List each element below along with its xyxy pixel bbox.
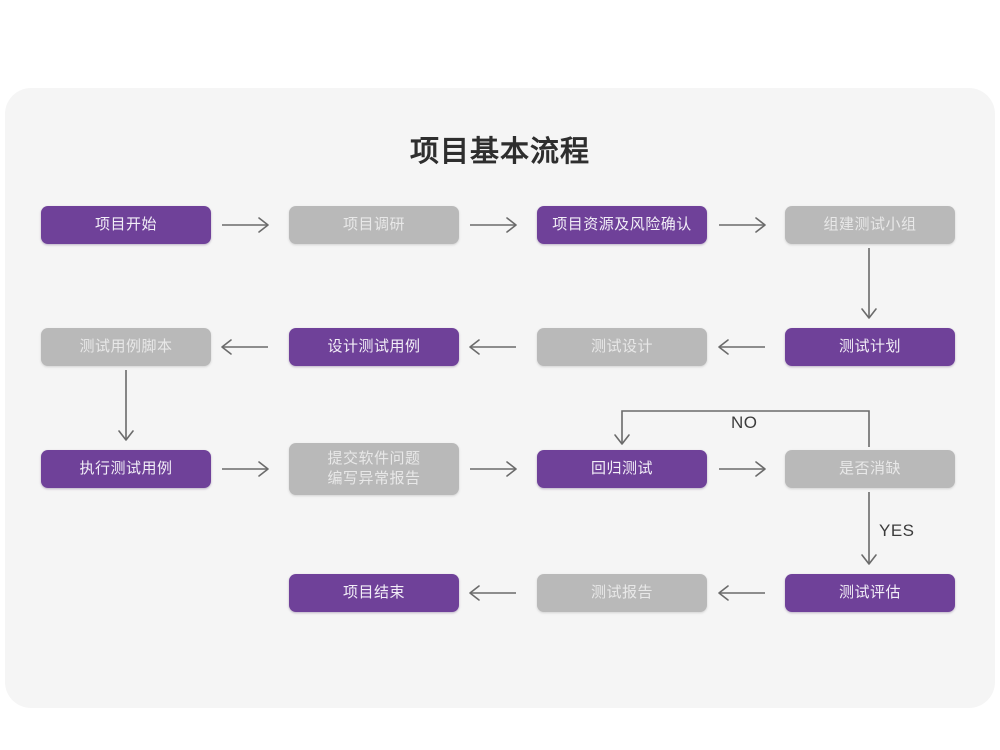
node-regression-test[interactable]: 回归测试 (537, 450, 707, 488)
node-form-test-team[interactable]: 组建测试小组 (785, 206, 955, 244)
node-test-plan[interactable]: 测试计划 (785, 328, 955, 366)
node-execute-test-case[interactable]: 执行测试用例 (41, 450, 211, 488)
flowchart-card (5, 88, 995, 708)
node-test-report[interactable]: 测试报告 (537, 574, 707, 612)
node-test-evaluation[interactable]: 测试评估 (785, 574, 955, 612)
edge-label-no: NO (731, 413, 758, 432)
node-resource-risk-confirm[interactable]: 项目资源及风险确认 (537, 206, 707, 244)
node-test-case-script[interactable]: 测试用例脚本 (41, 328, 211, 366)
node-defect-cleared-decision[interactable]: 是否消缺 (785, 450, 955, 488)
edge-label-yes: YES (879, 521, 915, 540)
node-test-design[interactable]: 测试设计 (537, 328, 707, 366)
node-submit-defect-report[interactable]: 提交软件问题 编写异常报告 (289, 443, 459, 495)
node-project-start[interactable]: 项目开始 (41, 206, 211, 244)
node-design-test-case[interactable]: 设计测试用例 (289, 328, 459, 366)
node-project-research[interactable]: 项目调研 (289, 206, 459, 244)
node-project-end[interactable]: 项目结束 (289, 574, 459, 612)
page-title: 项目基本流程 (409, 136, 590, 168)
